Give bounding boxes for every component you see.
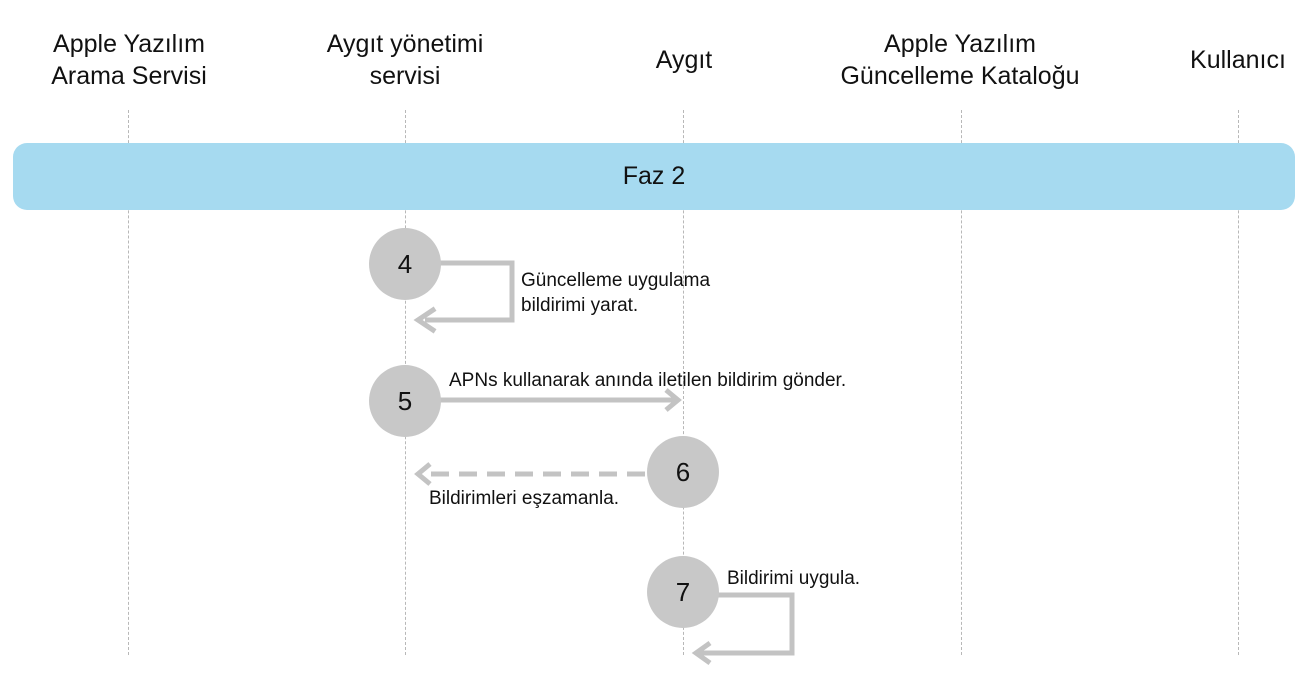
step-number: 7 [675,576,691,607]
arrow-step-5 [440,388,682,412]
lifeline-device [683,110,684,655]
note-line: Bildirimi uygula. [727,568,861,589]
lane-title-lookup: Apple Yazılım Arama Servisi [9,28,249,92]
note-line: Bildirimleri eşzamanla. [429,488,620,509]
lane-title-line: Apple Yazılım [884,30,1036,58]
lifeline-user [1238,110,1239,655]
phase-label: Faz 2 [622,162,686,190]
step-4-note: Güncelleme uygulama bildirimi yarat. [521,268,710,318]
lifeline-lookup [128,110,129,655]
lane-title-line: Arama Servisi [51,62,207,90]
step-number: 4 [397,248,413,279]
step-7-note: Bildirimi uygula. [727,566,860,591]
arrow-step-6 [414,462,645,486]
lane-title-line: Kullanıcı [1190,46,1286,74]
step-7-circle: 7 [647,556,719,628]
lane-title-user: Kullanıcı [1118,44,1303,76]
step-5-note: APNs kullanarak anında iletilen bildirim… [449,368,846,393]
lane-title-mdm: Aygıt yönetimi servisi [285,28,525,92]
note-line: Güncelleme uygulama [521,270,711,291]
lane-title-device: Aygıt [564,44,804,76]
step-6-circle: 6 [647,436,719,508]
lane-title-line: Aygıt [655,46,713,74]
lane-title-line: Aygıt yönetimi [326,30,484,58]
phase-bar: Faz 2 [13,143,1295,210]
step-5-circle: 5 [369,365,441,437]
step-4-circle: 4 [369,228,441,300]
step-6-note: Bildirimleri eşzamanla. [429,486,619,511]
arrow-step-4 [413,260,515,334]
lane-title-line: servisi [369,62,441,90]
lane-title-line: Güncelleme Kataloğu [840,62,1080,90]
lane-title-catalog: Apple Yazılım Güncelleme Kataloğu [800,28,1120,92]
step-number: 5 [397,385,413,416]
note-line: APNs kullanarak anında iletilen bildirim… [449,370,847,391]
arrow-step-7 [691,592,795,666]
note-line: bildirimi yarat. [521,295,639,316]
lane-title-line: Apple Yazılım [53,30,205,58]
lifeline-catalog [961,110,962,655]
step-number: 6 [675,456,691,487]
